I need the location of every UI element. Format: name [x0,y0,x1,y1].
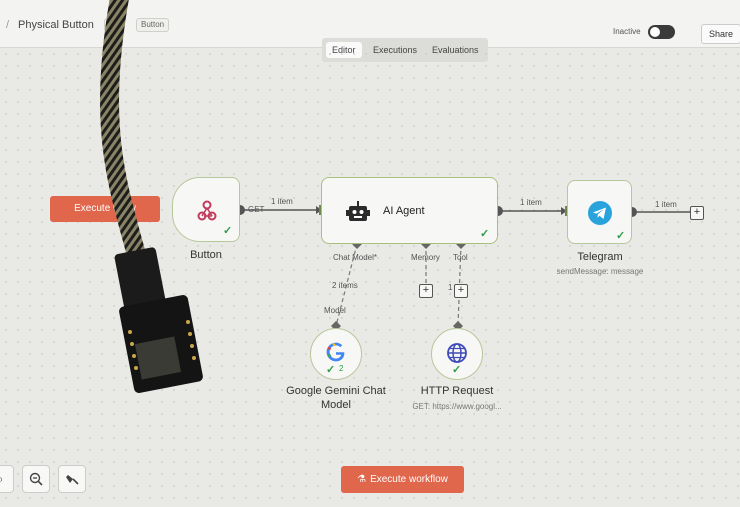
arrow-icon [561,207,567,215]
link-items-count: 1 item [655,200,677,209]
node-ai-agent-label: AI Agent [383,205,425,217]
execute-workflow-trigger-button[interactable]: Execute wo w [50,196,160,222]
webhook-icon [197,200,217,221]
node-gemini-label-line1: Google Gemini Chat [286,385,386,397]
port-tool-label: Tool [453,253,468,262]
add-tool-button[interactable]: + [454,284,468,298]
active-toggle[interactable] [648,25,675,39]
node-ai-agent[interactable]: AI Agent ✓ [321,177,498,244]
port-chat-model-label: Chat Model* [333,253,378,262]
node-http-sublabel: GET: https://www.googl... [412,402,502,411]
model-items-count: 2 items [332,281,358,290]
port-memory-label: Memory [411,253,440,262]
node-telegram-label: Telegram [577,251,623,263]
globe-icon [447,343,467,363]
flask-icon: ⚗ [357,474,367,485]
node-google-gemini[interactable]: ✓ 2 [310,328,362,380]
zoom-out-icon [29,472,43,486]
node-http-request[interactable]: ✓ [431,328,483,380]
workflow-title[interactable]: Physical Button [18,19,94,31]
link-items-count: 1 item [520,198,542,207]
node-telegram-sublabel: sendMessage: message [556,267,644,276]
tidy-up-button[interactable] [58,465,86,493]
zoom-out-button[interactable] [22,465,50,493]
success-check-icon: ✓ [452,364,462,376]
port-model-label: Model [324,306,346,315]
execute-workflow-label: Execute workflow [370,474,448,485]
breadcrumb-separator: / [6,19,10,31]
node-http-label: HTTP Request [420,385,494,397]
google-icon [326,342,345,362]
success-check-icon: ✓ [326,364,336,376]
tool-count-label: 1 [448,283,453,292]
active-status-label: Inactive [613,27,641,36]
success-check-icon: ✓ [480,228,490,240]
node-button[interactable]: ✓ [172,177,240,242]
add-node-button[interactable]: + [690,206,704,220]
telegram-icon [588,201,612,225]
robot-icon [346,201,370,221]
connection-chat-model [335,243,358,327]
node-telegram[interactable]: ✓ [567,180,632,244]
link-items-count: 1 item [271,197,293,206]
node-button-label: Button [190,249,222,261]
share-button[interactable]: Share [701,24,740,44]
execute-workflow-button[interactable]: ⚗Execute workflow [341,466,464,493]
run-count-badge: 2 [339,364,344,373]
link-method-label: GET [248,205,265,214]
zoom-in-button[interactable]: ⌕ [0,465,14,493]
toggle-knob [650,27,660,37]
success-check-icon: ✓ [616,230,626,242]
add-memory-button[interactable]: + [419,284,433,298]
workflow-tag-button[interactable]: Button [136,18,170,32]
broom-icon [66,475,79,485]
node-gemini-label-line2: Model [321,399,351,411]
success-check-icon: ✓ [223,225,233,237]
